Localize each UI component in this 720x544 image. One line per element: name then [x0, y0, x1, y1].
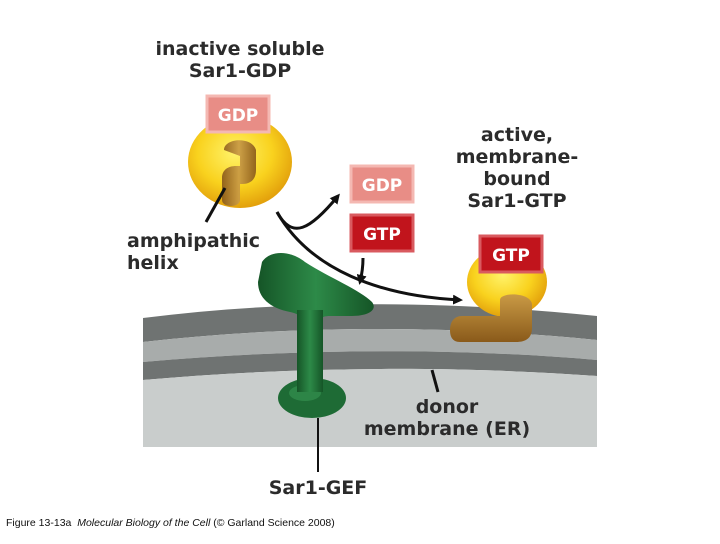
label-active-sar1: active, membrane- bound Sar1-GTP: [446, 124, 588, 212]
label-helix-line1: amphipathic: [127, 230, 261, 252]
gdp-tag-inactive-text: GDP: [218, 106, 259, 126]
gdp-tag-released: [349, 164, 415, 204]
membrane-leader-line: [430, 369, 440, 393]
membrane-upper-layer: [143, 304, 597, 342]
label-donor-line2: membrane (ER): [363, 418, 531, 440]
membrane-lumen: [143, 368, 597, 447]
gdp-tag-inactive: [205, 94, 271, 134]
label-donor-line1: donor: [415, 396, 479, 418]
gdp-tag-released-text: GDP: [362, 176, 403, 196]
arrow-main-transition: [275, 211, 463, 305]
sar1-gef-protein: [258, 253, 374, 472]
gef-stalk: [297, 310, 323, 392]
label-active-line2: membrane-: [455, 146, 579, 168]
gtp-tag-active-text: GTP: [492, 246, 530, 266]
label-helix-line2: helix: [127, 252, 179, 274]
label-gef-text: Sar1-GEF: [268, 477, 368, 499]
label-sar1-gef: Sar1-GEF: [250, 477, 386, 499]
inactive-amphipathic-helix: [222, 140, 256, 206]
caption-book-title: Molecular Biology of the Cell: [77, 517, 211, 529]
inactive-sar1: GDP: [188, 94, 292, 208]
label-donor-membrane: donor membrane (ER): [362, 396, 532, 440]
label-inactive-sar1: inactive soluble Sar1-GDP: [150, 38, 330, 82]
label-active-line3: bound: [483, 168, 551, 190]
membrane-lower-layer: [143, 351, 597, 380]
helix-leader-line: [204, 187, 227, 223]
arrows: [204, 187, 463, 393]
figure-caption: Figure 13-13a Molecular Biology of the C…: [6, 517, 335, 529]
gtp-tag-incoming-text: GTP: [363, 225, 401, 245]
gtp-tag-incoming: [349, 213, 415, 253]
caption-figure-number: Figure 13-13a: [6, 517, 72, 529]
label-active-line1: active,: [480, 124, 554, 146]
gtp-tag-active: [478, 234, 544, 274]
label-amphipathic-helix: amphipathic helix: [127, 230, 267, 274]
label-inactive-line2: Sar1-GDP: [188, 60, 292, 82]
caption-credit: (© Garland Science 2008): [213, 517, 335, 529]
arrow-gdp-release: [275, 193, 340, 230]
active-amphipathic-helix: [450, 294, 532, 342]
arrow-gtp-binding: [356, 257, 367, 285]
nucleotide-exchange: GDP GTP: [349, 164, 415, 253]
donor-membrane: [143, 304, 597, 447]
label-active-line4: Sar1-GTP: [467, 190, 567, 212]
active-sar1: GTP: [450, 234, 547, 342]
label-inactive-line1: inactive soluble: [155, 38, 325, 60]
